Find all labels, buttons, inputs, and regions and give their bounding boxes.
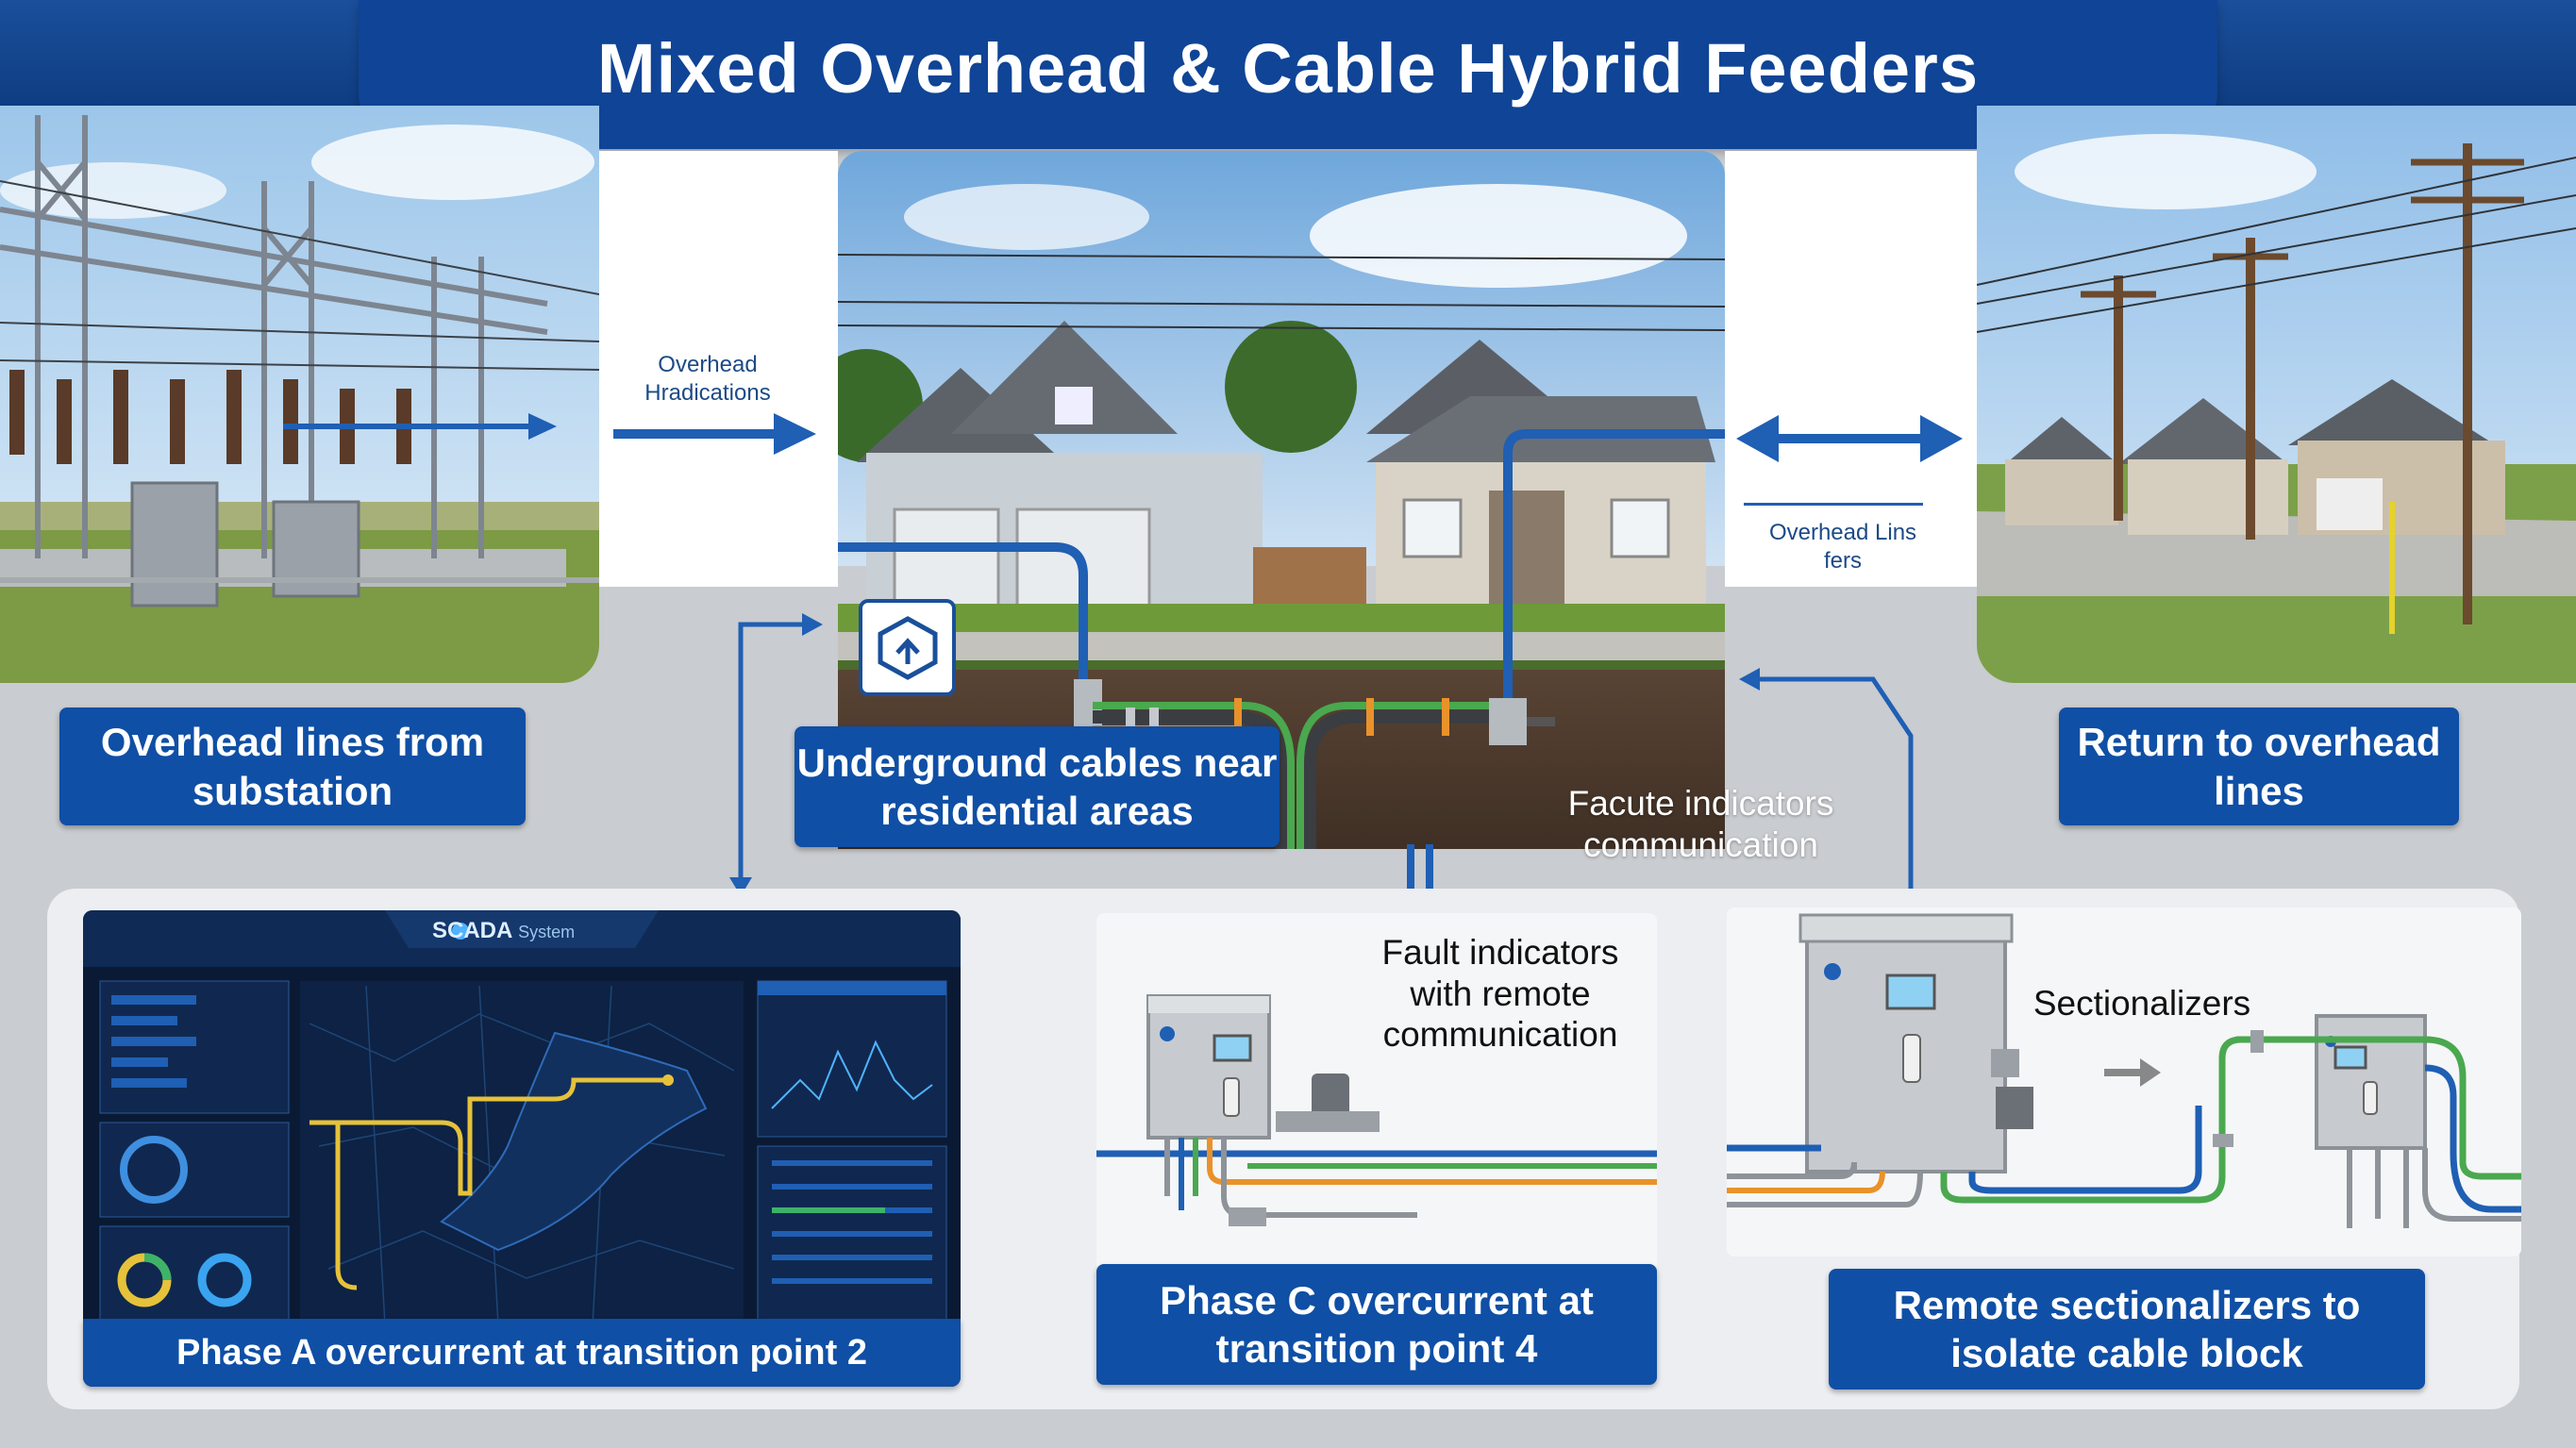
overhead-info-area bbox=[599, 151, 838, 587]
shield-logo-icon bbox=[878, 615, 937, 680]
sectionalizer-link-arrow bbox=[1739, 668, 1914, 901]
label-return-overhead: Return to overhead lines bbox=[2059, 707, 2459, 825]
label-remote-sectionalizers: Remote sectionalizers to isolate cable b… bbox=[1829, 1269, 2425, 1390]
overhead-right-annotation: Overhead Lins fers bbox=[1768, 520, 1917, 574]
scada-link-arrow bbox=[729, 613, 823, 896]
facute-annotation: Facute indicators communication bbox=[1567, 784, 1834, 865]
sectionalizer-card bbox=[1727, 907, 2521, 1257]
scada-screen: SCADA System bbox=[83, 910, 961, 1387]
overhead-return-photo bbox=[1977, 106, 2576, 683]
header-tab bbox=[359, 0, 2217, 149]
fault-indicators-annotation: Fault indicators with remote communicati… bbox=[1381, 933, 1619, 1055]
overhead-return-area bbox=[1725, 151, 1977, 587]
right-arrow-icon bbox=[613, 413, 816, 455]
page-title: Mixed Overhead & Cable Hybrid Feeders bbox=[596, 29, 1980, 108]
scada-subtitle: System bbox=[518, 923, 576, 941]
label-phase-c: Phase C overcurrent at transition point … bbox=[1096, 1264, 1657, 1385]
label-underground-cables: Underground cables near residential area… bbox=[795, 726, 1280, 847]
label-overhead-from-substation: Overhead lines from substation bbox=[59, 707, 526, 825]
overhead-annotation: Overhead Hradications bbox=[644, 352, 771, 406]
scada-title-text: SCADA bbox=[432, 918, 512, 943]
fault-indicator-badge bbox=[859, 599, 956, 696]
substation-photo bbox=[0, 106, 599, 683]
sectionalizers-annotation: Sectionalizers bbox=[2032, 984, 2251, 1023]
label-phase-a: Phase A overcurrent at transition point … bbox=[83, 1319, 961, 1387]
double-arrow-icon bbox=[1736, 415, 1963, 462]
divider bbox=[1744, 503, 1923, 506]
scada-title: SCADA System bbox=[432, 918, 575, 944]
fault-indicator-card bbox=[1096, 913, 1657, 1272]
